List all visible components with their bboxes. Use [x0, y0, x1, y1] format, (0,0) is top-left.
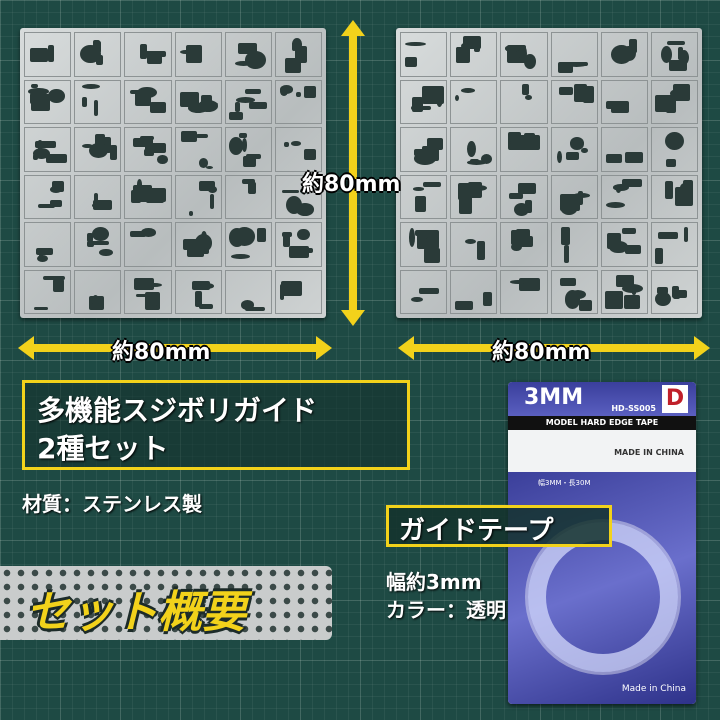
- tape-width: 幅約3mm: [386, 570, 482, 594]
- template-cell: [124, 222, 172, 267]
- template-cell: [450, 32, 498, 77]
- package-bottom-text: Made in China: [621, 684, 686, 694]
- tape-heading: ガイドテープ: [399, 516, 554, 546]
- template-cell: [174, 269, 222, 314]
- template-cell: [24, 222, 72, 267]
- package-size: 3MM: [524, 385, 584, 410]
- template-cell: [24, 174, 72, 219]
- template-cell: [450, 79, 498, 124]
- scribing-template-plate-right: [396, 28, 702, 318]
- template-cell: [174, 32, 222, 77]
- template-cell: [500, 32, 548, 77]
- template-cell: [274, 127, 322, 172]
- template-cell: [224, 269, 272, 314]
- product-title-line2: 2種セット: [37, 432, 169, 465]
- tape-package: 3MM HD-SS005 D MODEL HARD EDGE TAPE MADE I…: [508, 382, 696, 704]
- template-cell: [550, 174, 598, 219]
- template-cell: [124, 174, 172, 219]
- template-cell: [550, 222, 598, 267]
- template-cell: [550, 79, 598, 124]
- template-cell: [650, 174, 698, 219]
- template-cell: [600, 269, 648, 314]
- package-made-in: MADE IN CHINA: [614, 448, 684, 457]
- template-cell: [450, 269, 498, 314]
- template-cell: [400, 32, 448, 77]
- template-cell: [224, 32, 272, 77]
- material-label: 材質：ステンレス製: [22, 492, 202, 516]
- template-cell: [224, 79, 272, 124]
- scribing-template-plate-left: [20, 28, 326, 318]
- template-cell: [650, 79, 698, 124]
- template-cell: [550, 127, 598, 172]
- vertical-dimension-label: 約80mm: [302, 172, 401, 197]
- template-cell: [174, 127, 222, 172]
- product-title-box: 多機能スジボリガイド 2種セット: [22, 380, 410, 470]
- template-cell: [650, 269, 698, 314]
- template-cell: [400, 79, 448, 124]
- brand-logo: D: [662, 385, 688, 413]
- template-cell: [74, 32, 122, 77]
- template-cell: [500, 174, 548, 219]
- template-cell: [400, 269, 448, 314]
- template-cell: [550, 32, 598, 77]
- template-cell: [74, 269, 122, 314]
- template-cell: [500, 79, 548, 124]
- template-cell: [24, 79, 72, 124]
- set-overview-banner: セット概要: [0, 566, 332, 640]
- template-cell: [74, 222, 122, 267]
- template-cell: [400, 127, 448, 172]
- template-cell: [124, 269, 172, 314]
- template-cell: [24, 269, 72, 314]
- left-width-arrow: [18, 336, 332, 360]
- banner-label: セット概要: [26, 587, 246, 638]
- package-subtitle: MODEL HARD EDGE TAPE: [508, 416, 696, 430]
- template-cell: [600, 32, 648, 77]
- tape-color: カラー：透明: [386, 598, 506, 622]
- template-cell: [550, 269, 598, 314]
- template-cell: [74, 127, 122, 172]
- template-cell: [650, 222, 698, 267]
- template-cell: [600, 222, 648, 267]
- template-cell: [274, 269, 322, 314]
- template-cell: [224, 174, 272, 219]
- vertical-dimension-arrow: [341, 20, 365, 326]
- package-code: HD-SS005: [611, 404, 656, 413]
- template-cell: [274, 222, 322, 267]
- template-cell: [24, 32, 72, 77]
- template-cell: [174, 174, 222, 219]
- template-cell: [274, 174, 322, 219]
- template-cell: [450, 174, 498, 219]
- template-cell: [450, 127, 498, 172]
- template-cell: [600, 79, 648, 124]
- template-cell: [74, 79, 122, 124]
- template-cell: [74, 174, 122, 219]
- right-width-arrow: [398, 336, 710, 360]
- template-cell: [650, 32, 698, 77]
- template-cell: [174, 222, 222, 267]
- template-cell: [224, 222, 272, 267]
- template-cell: [124, 32, 172, 77]
- template-cell: [124, 127, 172, 172]
- template-cell: [500, 127, 548, 172]
- right-width-label: 約80mm: [492, 340, 591, 365]
- template-cell: [24, 127, 72, 172]
- product-title-line1: 多機能スジボリガイド: [37, 394, 318, 427]
- template-cell: [650, 127, 698, 172]
- template-cell: [450, 222, 498, 267]
- template-cell: [124, 79, 172, 124]
- template-cell: [500, 222, 548, 267]
- left-width-label: 約80mm: [112, 340, 211, 365]
- template-cell: [224, 127, 272, 172]
- template-cell: [600, 127, 648, 172]
- template-cell: [274, 79, 322, 124]
- template-cell: [400, 222, 448, 267]
- template-cell: [500, 269, 548, 314]
- template-cell: [600, 174, 648, 219]
- template-cell: [400, 174, 448, 219]
- package-spec: 幅3MM・長30M: [538, 479, 591, 487]
- tape-heading-box: ガイドテープ: [386, 505, 612, 547]
- template-cell: [274, 32, 322, 77]
- template-cell: [174, 79, 222, 124]
